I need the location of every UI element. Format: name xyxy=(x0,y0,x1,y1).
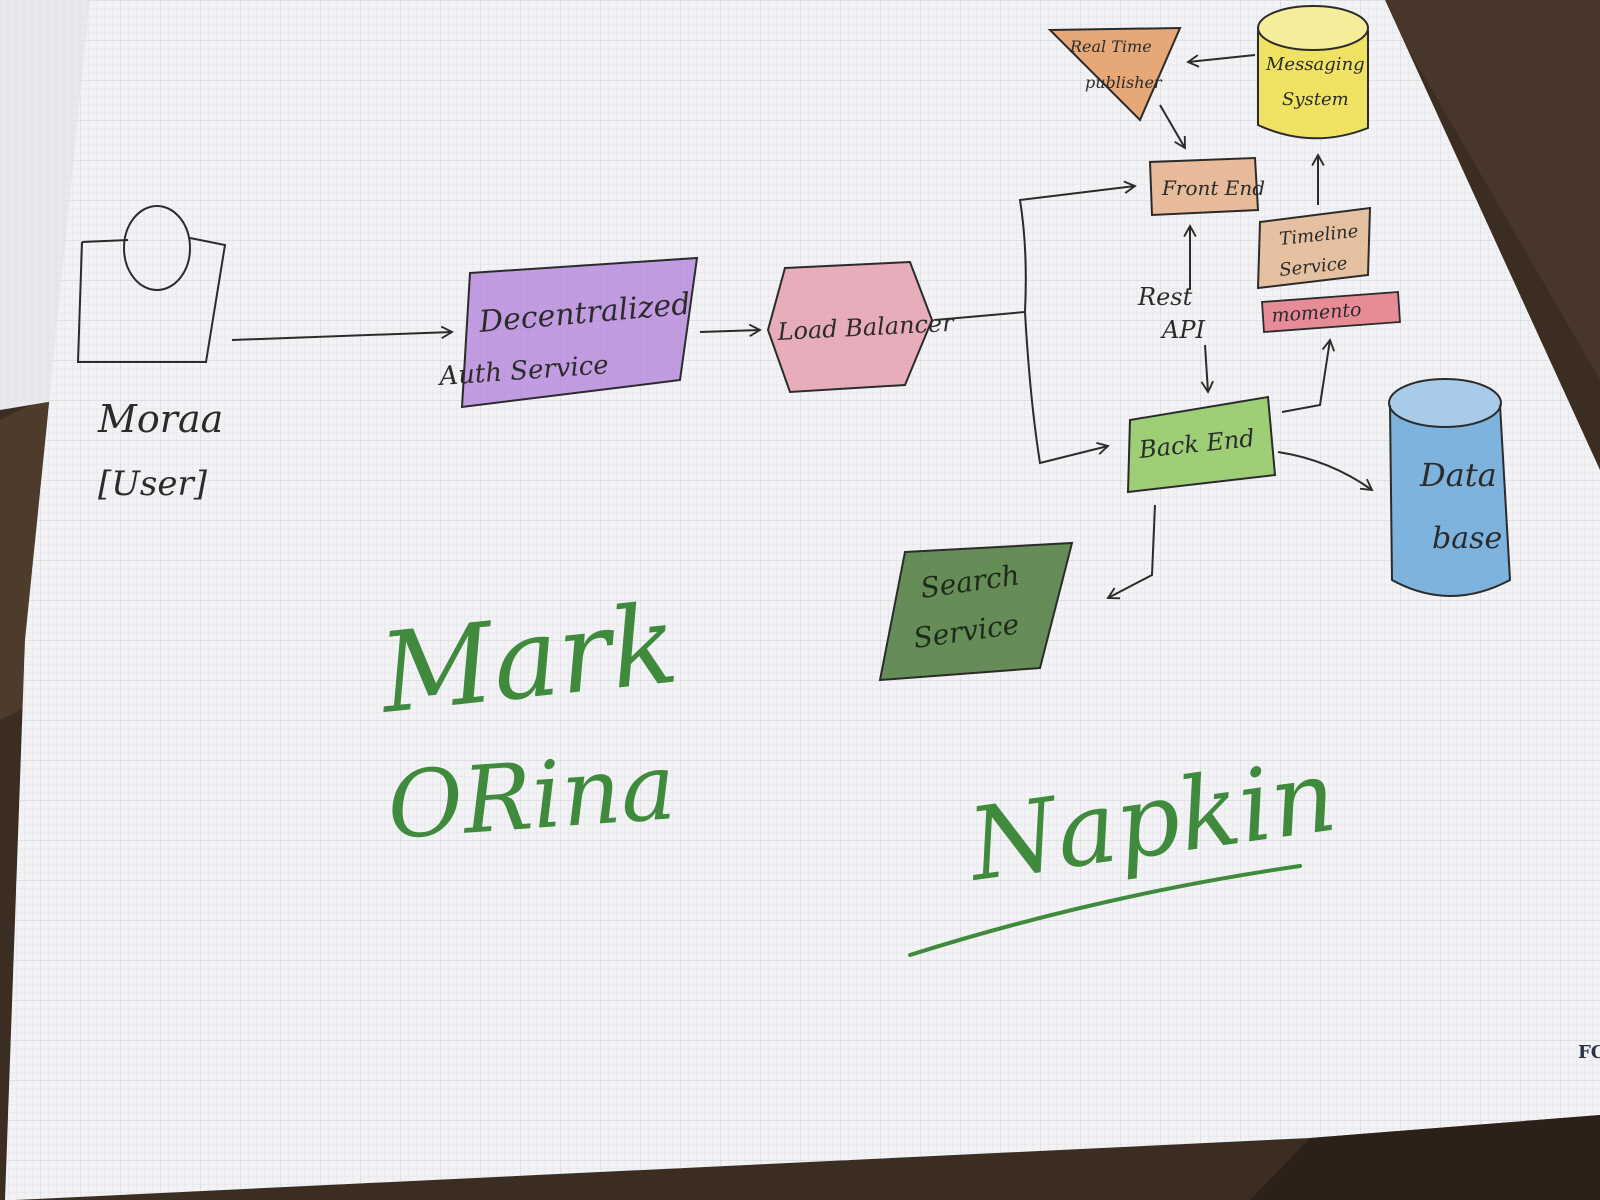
front-end-node xyxy=(1148,156,1260,217)
connectors xyxy=(231,54,1374,600)
title-underline xyxy=(908,864,1302,957)
grid-paper xyxy=(5,0,1600,1200)
arrow-back-end-to-momento xyxy=(1281,338,1336,413)
messaging-system-node xyxy=(1257,5,1369,140)
arrow-auth-to-load-balancer xyxy=(699,323,762,337)
user-head-icon xyxy=(123,205,191,291)
arrow-load-balancer-to-back-end xyxy=(1024,311,1110,465)
corner-mark: FC xyxy=(1578,1042,1600,1063)
back-end-node xyxy=(1126,395,1277,494)
arrow-load-balancer-to-front-end xyxy=(934,180,1137,321)
user-name: Moraa xyxy=(97,397,223,441)
real-time-publisher-label-2: publisher xyxy=(1085,73,1163,92)
real-time-publisher-node xyxy=(1047,26,1182,122)
arrow-back-end-to-database xyxy=(1277,451,1374,492)
signature-last-name: ORina xyxy=(384,733,679,860)
front-end-label: Front End xyxy=(1161,176,1265,200)
auth-service-node xyxy=(460,256,699,409)
database-label-1: Data xyxy=(1419,456,1497,494)
messaging-system-label-1: Messaging xyxy=(1265,54,1365,75)
user-actor xyxy=(76,205,227,363)
load-balancer-node xyxy=(766,260,934,394)
arrow-back-end-to-search xyxy=(1106,504,1156,600)
timeline-service-node xyxy=(1256,206,1372,290)
signature-first-name: Mark xyxy=(372,579,683,738)
rest-api-label-2: API xyxy=(1160,316,1205,344)
user-role: [User] xyxy=(98,464,208,504)
arrow-messaging-to-publisher xyxy=(1186,54,1256,68)
search-service-node xyxy=(878,541,1074,682)
arrow-publisher-to-front-end xyxy=(1159,104,1186,150)
messaging-system-label-2: System xyxy=(1282,89,1349,110)
auth-service-fill xyxy=(462,258,697,407)
arrow-rest-api-to-back-end xyxy=(1200,344,1214,394)
rest-api-label-1: Rest xyxy=(1137,283,1193,311)
momento-node xyxy=(1261,291,1401,333)
real-time-publisher-label-1: Real Time xyxy=(1069,37,1152,56)
arrow-user-to-auth xyxy=(231,325,454,341)
database-node xyxy=(1388,378,1512,597)
database-label-2: base xyxy=(1432,521,1502,556)
